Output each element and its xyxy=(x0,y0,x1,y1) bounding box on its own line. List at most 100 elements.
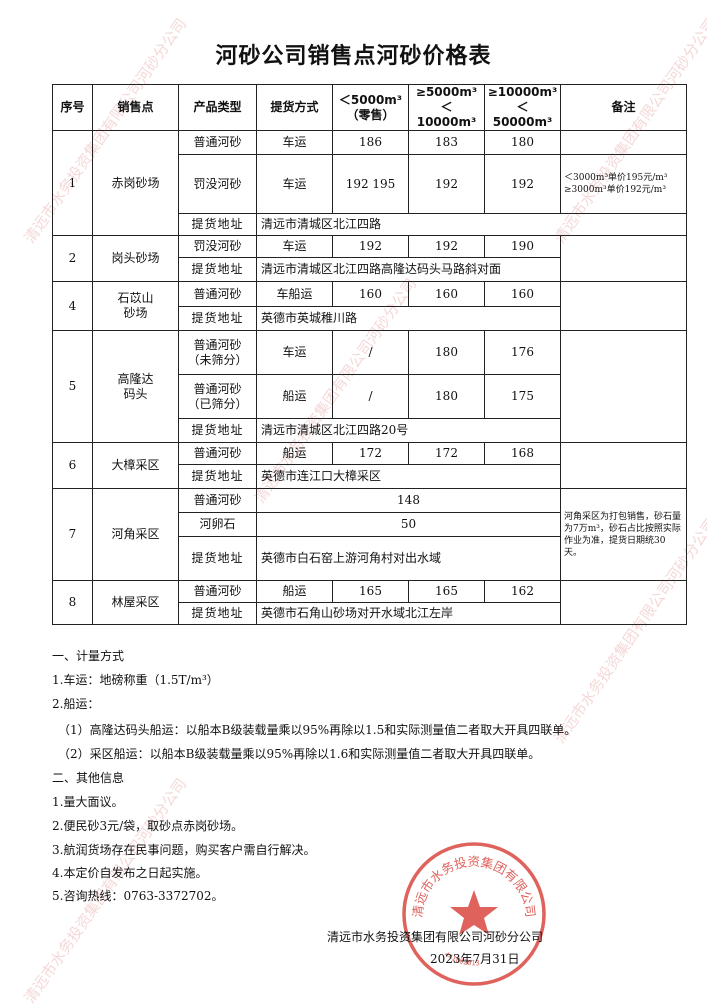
table-row: 提货地址 英德市连江口大樟采区 xyxy=(53,464,687,489)
address-label: 提货地址 xyxy=(178,602,257,625)
site-number: 5 xyxy=(52,330,93,443)
remark-note-line1: ＜3000m³单价195元/m³ xyxy=(564,173,668,183)
address-label: 提货地址 xyxy=(178,306,257,331)
table-row: 提货地址 清远市清城区北江四路高隆达码头马路斜对面 xyxy=(53,257,687,282)
issue-date: 2023年7月31日 xyxy=(430,952,520,966)
price-tier2: 192 xyxy=(408,235,485,258)
price-tier1: 165 xyxy=(332,580,409,603)
price-tier2: 160 xyxy=(408,281,485,307)
table-row: 8 林屋采区 普通河砂 船运 165 165 162 xyxy=(52,580,687,625)
package-price: 148 xyxy=(256,488,561,513)
site-name-line2: 码头 xyxy=(123,386,148,401)
notes-heading-other: 二、其他信息 xyxy=(52,771,125,785)
table-row: 普通河砂（已筛分） 船运 / 180 175 xyxy=(53,374,687,419)
delivery-mode: 车运 xyxy=(256,154,333,214)
remark-cell xyxy=(560,580,687,625)
site-name: 河角采区 xyxy=(92,488,179,581)
price-tier2: 172 xyxy=(408,442,485,465)
table-header-row: 序号 销售点 产品类型 提货方式 ＜5000m³（零售） ≥5000m³＜100… xyxy=(52,84,687,131)
header-tier1-line1: ＜5000m³ xyxy=(338,92,403,107)
remark-cell xyxy=(560,235,687,282)
product-type: 罚没河砂 xyxy=(178,154,257,214)
address-label: 提货地址 xyxy=(178,418,257,443)
product-type: 普通河砂 xyxy=(178,281,257,307)
table-row: 4 石苡山砂场 普通河砂 车船运 160 160 160 xyxy=(52,281,687,331)
remark-note-line2: ≥3000m³单价192元/m³ xyxy=(564,185,666,195)
site-number: 7 xyxy=(52,488,93,581)
price-tier2: 183 xyxy=(408,130,485,155)
price-tier3: 190 xyxy=(484,235,561,258)
site-number: 2 xyxy=(52,235,93,282)
price-tier1: / xyxy=(332,330,409,375)
header-tier2-line2: ＜10000m³ xyxy=(416,100,477,129)
delivery-mode: 车运 xyxy=(256,330,333,375)
header-tier3-line1: ≥10000m³ xyxy=(487,85,558,99)
delivery-mode: 船运 xyxy=(256,374,333,419)
notes-heading-measurement: 一、计量方式 xyxy=(52,649,125,663)
table-row: 提货地址 英德市白石窑上游河角村对出水域 xyxy=(53,536,687,581)
table-row: 2 岗头砂场 罚没河砂 车运 192 192 190 xyxy=(52,235,687,282)
table-row: 6 大樟采区 普通河砂 船运 172 172 168 xyxy=(52,442,687,489)
site-name: 林屋采区 xyxy=(92,580,179,625)
product-type-line1: 普通河砂 xyxy=(193,337,242,352)
table-row: 5 高隆达码头 普通河砂（未筛分） 车运 / 180 176 xyxy=(52,330,687,443)
address-label: 提货地址 xyxy=(178,257,257,282)
notes-line: 2.船运： xyxy=(52,697,100,711)
price-tier1: 172 xyxy=(332,442,409,465)
seal-text: 清远市水务投资集团有限公司河砂分公司 xyxy=(398,838,538,918)
delivery-mode: 车运 xyxy=(256,130,333,155)
site-name: 高隆达码头 xyxy=(92,330,179,443)
price-tier3: 160 xyxy=(484,281,561,307)
product-type: 普通河砂（已筛分） xyxy=(178,374,257,419)
product-type: 普通河砂 xyxy=(178,442,257,465)
site-name: 石苡山砂场 xyxy=(92,281,179,331)
site-name: 赤岗砂场 xyxy=(92,130,179,236)
address-value: 英德市白石窑上游河角村对出水域 xyxy=(256,536,561,581)
site-name-line1: 高隆达 xyxy=(117,371,154,386)
notes-line: 1.量大面议。 xyxy=(52,795,124,809)
remark-cell xyxy=(560,442,687,489)
remark-cell xyxy=(560,330,687,443)
header-tier1-line2: （零售） xyxy=(346,107,395,122)
notes-line: 3.航润货场存在民事问题，购买客户需自行解决。 xyxy=(52,843,316,857)
address-value: 清远市清城区北江四路20号 xyxy=(256,418,561,443)
header-mode: 提货方式 xyxy=(256,84,333,131)
price-tier3: 162 xyxy=(484,580,561,603)
product-type-line2: （未筛分） xyxy=(187,352,248,367)
table-row: 1 赤岗砂场 普通河砂 车运 186 183 180 xyxy=(52,130,687,236)
price-tier2: 192 xyxy=(408,154,485,214)
price-tier1: / xyxy=(332,374,409,419)
header-remark: 备注 xyxy=(560,84,687,131)
site-number: 4 xyxy=(52,281,93,331)
notes-line: 1.车运：地磅称重（1.5T/m³） xyxy=(52,673,219,687)
address-value: 英德市英城稚川路 xyxy=(256,306,561,331)
issuing-company: 清远市水务投资集团有限公司河砂分公司 xyxy=(327,930,544,944)
address-label: 提货地址 xyxy=(178,464,257,489)
table-row: 提货地址 清远市清城区北江四路 xyxy=(53,213,687,236)
notes-line: （2）采区船运：以船本B级装载量乘以95%再除以1.6和实际测量值二者取大开具四… xyxy=(58,747,541,761)
header-point: 销售点 xyxy=(92,84,179,131)
table-row: 提货地址 清远市清城区北江四路20号 xyxy=(53,418,687,443)
delivery-mode: 船运 xyxy=(256,580,333,603)
price-tier2: 180 xyxy=(408,330,485,375)
site-name-line2: 砂场 xyxy=(123,306,148,320)
price-tier2: 180 xyxy=(408,374,485,419)
header-tier2: ≥5000m³＜10000m³ xyxy=(408,84,485,131)
site-name: 大樟采区 xyxy=(92,442,179,489)
company-seal: 清远市水务投资集团有限公司河砂分公司 441802013 xyxy=(398,838,546,986)
product-type: 河卵石 xyxy=(178,512,257,537)
site-name-line1: 石苡山 xyxy=(117,291,154,305)
header-tier2-line1: ≥5000m³ xyxy=(415,85,478,99)
table-row: 7 河角采区 普通河砂 148 河角采区为打包销售，砂石量为7万m³，砂石占比按… xyxy=(52,488,687,581)
remark-cell xyxy=(560,130,687,155)
header-product: 产品类型 xyxy=(178,84,257,131)
price-tier1: 192 195 xyxy=(332,154,409,214)
address-value: 清远市清城区北江四路 xyxy=(256,213,687,236)
notes-line: 5.咨询热线：0763-3372702。 xyxy=(52,889,224,903)
site-number: 1 xyxy=(52,130,93,236)
price-tier1: 186 xyxy=(332,130,409,155)
product-type-line2: （已筛分） xyxy=(187,396,248,411)
product-type: 普通河砂 xyxy=(178,580,257,603)
price-tier2: 165 xyxy=(408,580,485,603)
